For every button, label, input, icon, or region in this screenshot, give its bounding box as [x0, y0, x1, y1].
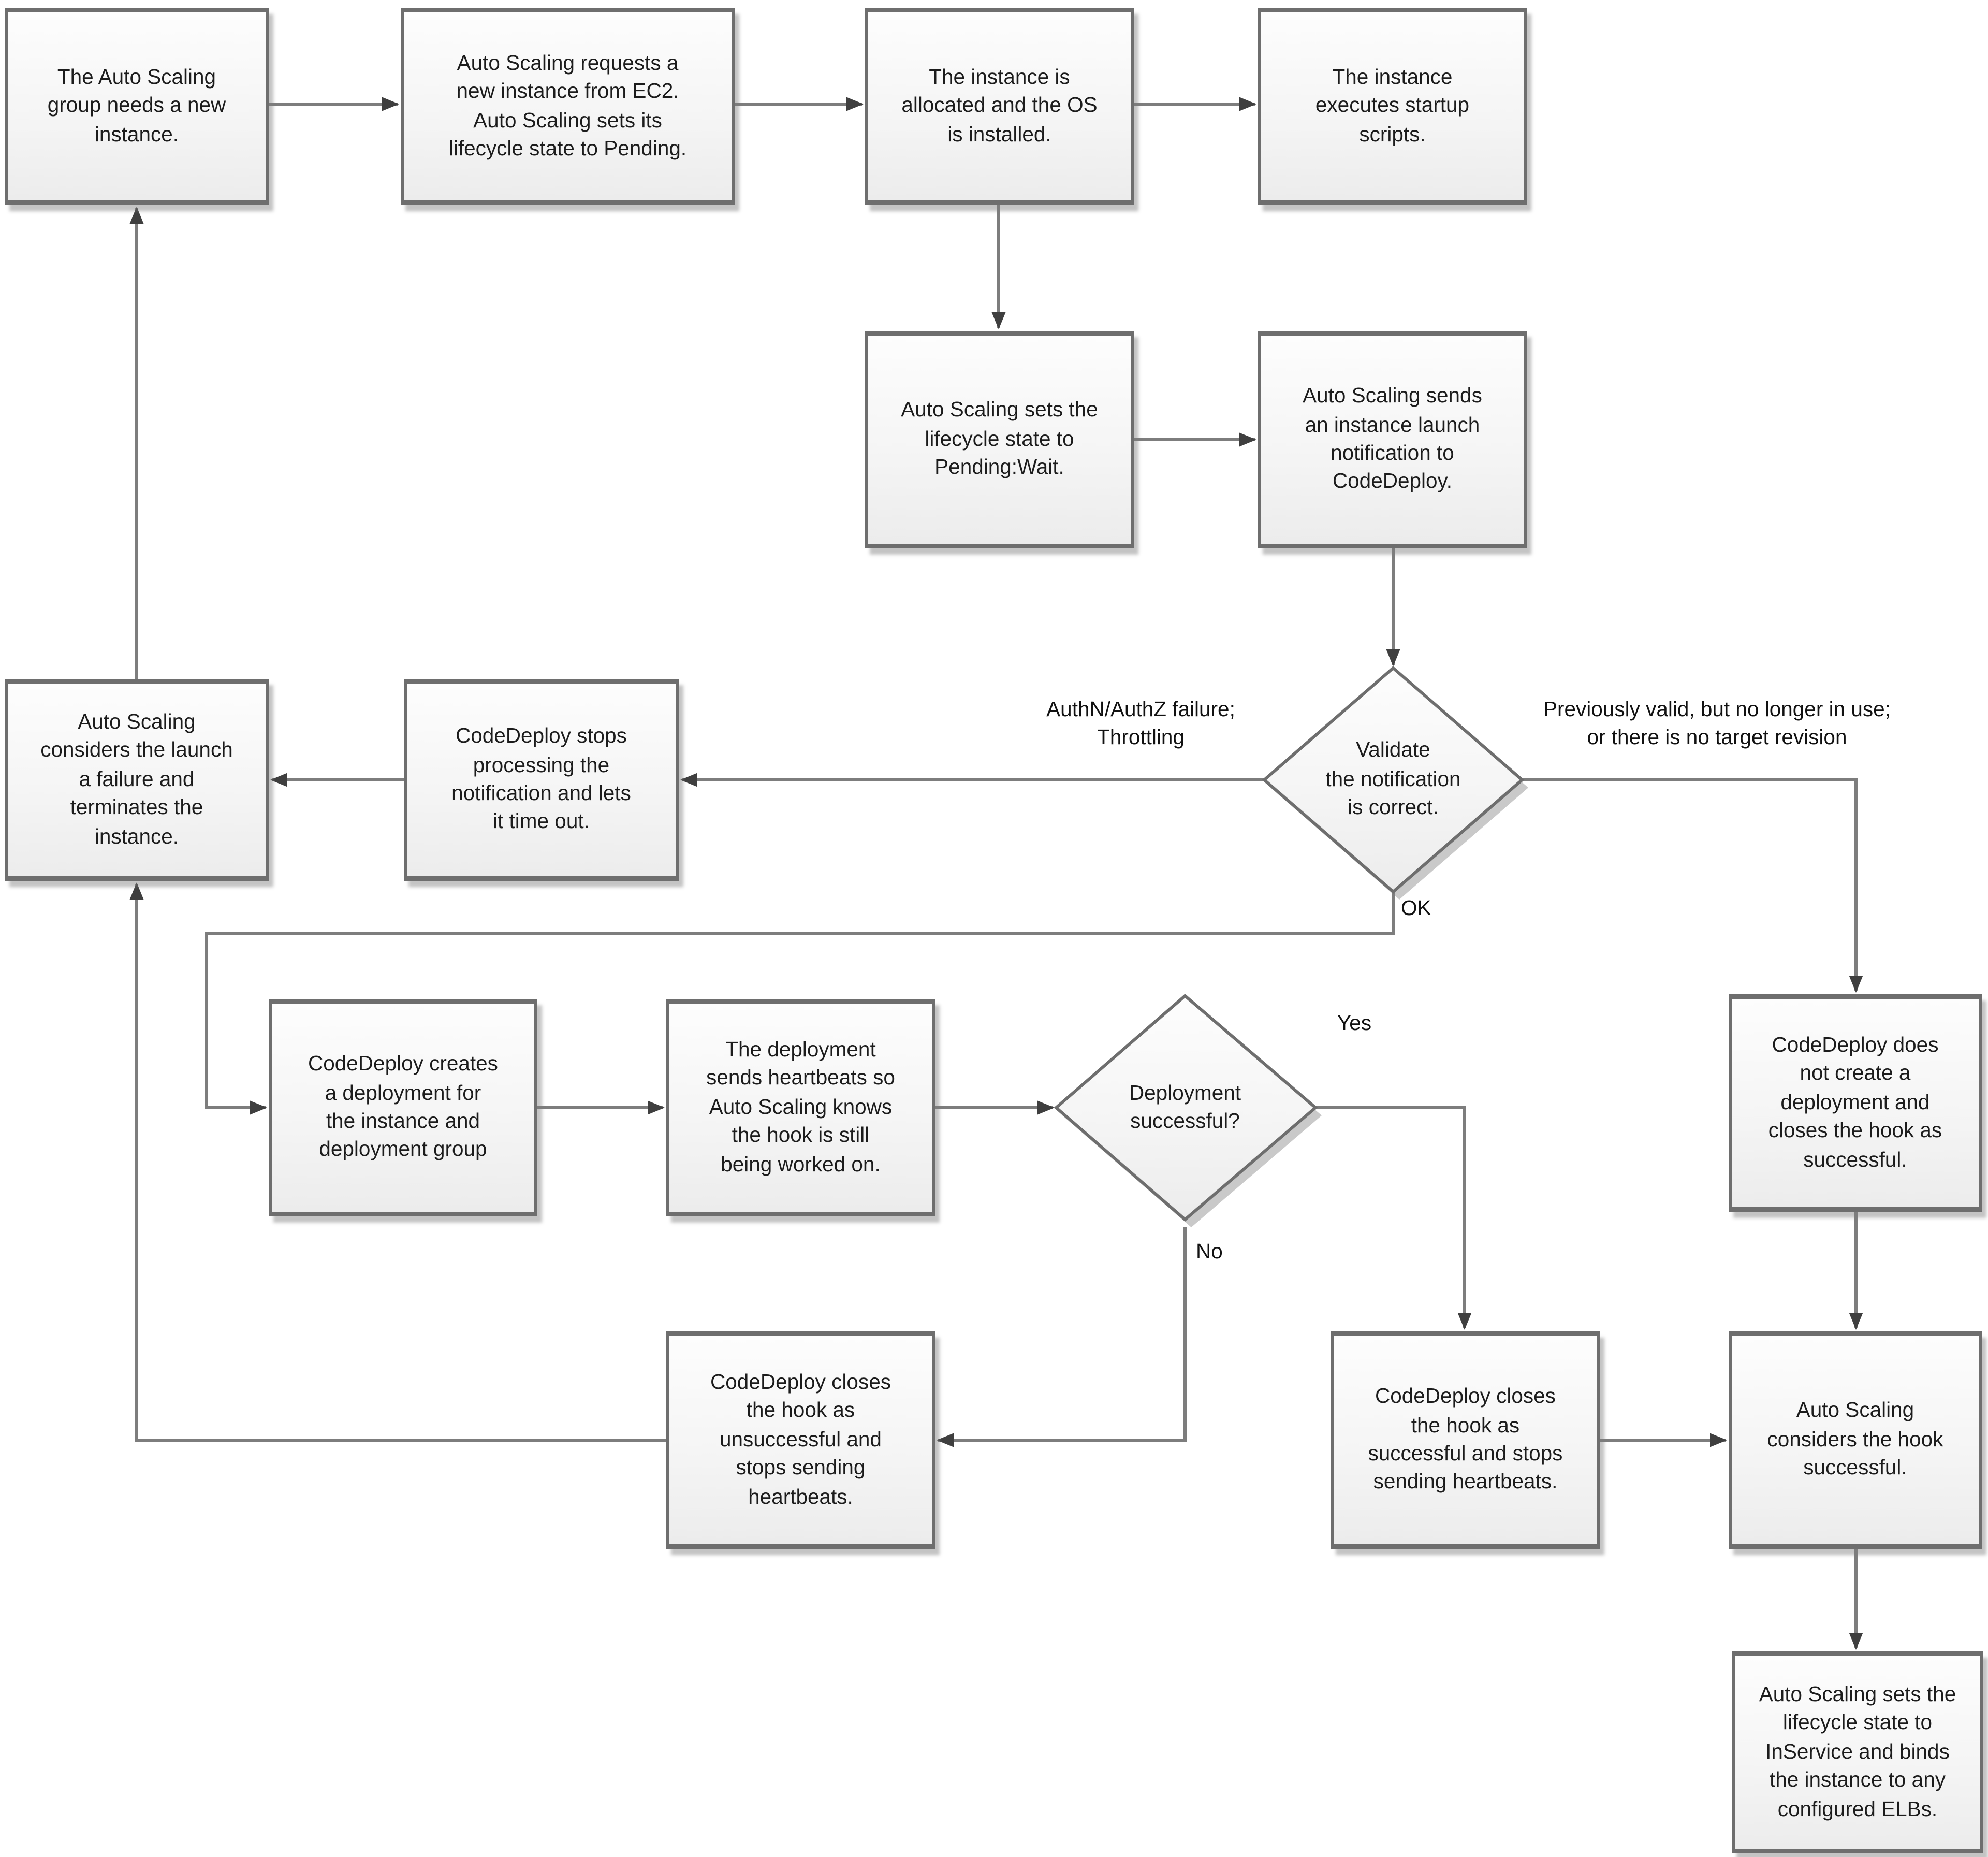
node-deployment-heartbeats: The deployment sends heartbeats so Auto …: [666, 999, 935, 1216]
node-close-hook-successful: CodeDeploy closes the hook as successful…: [1331, 1331, 1600, 1549]
node-lifecycle-pending-wait-label: Auto Scaling sets the lifecycle state to…: [901, 398, 1098, 479]
node-no-deployment-close-hook: CodeDeploy does not create a deployment …: [1729, 994, 1982, 1212]
node-close-hook-unsuccessful-label: CodeDeploy closes the hook as unsuccessf…: [710, 1370, 891, 1508]
edge-label-authn-authz-failure: AuthN/AuthZ failure; Throttling: [1046, 698, 1235, 749]
node-lifecycle-pending-wait: Auto Scaling sets the lifecycle state to…: [865, 331, 1134, 548]
node-deployment-heartbeats-label: The deployment sends heartbeats so Auto …: [706, 1038, 895, 1176]
node-asg-requests-instance-label: Auto Scaling requests a new instance fro…: [448, 51, 687, 160]
edge-no-to-close-unsuccessful: [937, 1227, 1187, 1447]
node-launch-notification-label: Auto Scaling sends an instance launch no…: [1303, 384, 1482, 494]
node-stops-processing-timeout: CodeDeploy stops processing the notifica…: [404, 679, 679, 881]
edge-label-yes: Yes: [1337, 1011, 1372, 1035]
node-asg-needs-instance-label: The Auto Scaling group needs a new insta…: [47, 65, 226, 146]
node-launch-notification: Auto Scaling sends an instance launch no…: [1258, 331, 1527, 548]
node-instance-allocated-label: The instance is allocated and the OS is …: [901, 65, 1098, 146]
node-stops-processing-timeout-label: CodeDeploy stops processing the notifica…: [451, 724, 631, 834]
node-close-hook-successful-label: CodeDeploy closes the hook as successful…: [1368, 1384, 1563, 1494]
node-lifecycle-inservice: Auto Scaling sets the lifecycle state to…: [1732, 1651, 1983, 1853]
node-no-deployment-close-hook-label: CodeDeploy does not create a deployment …: [1768, 1033, 1942, 1171]
validate-notification-diamond: [1262, 666, 1525, 894]
node-hook-successful: Auto Scaling considers the hook successf…: [1729, 1331, 1982, 1549]
node-instance-startup-scripts: The instance executes startup scripts.: [1258, 8, 1527, 205]
node-launch-failure-terminate: Auto Scaling considers the launch a fail…: [5, 679, 269, 881]
node-creates-deployment: CodeDeploy creates a deployment for the …: [269, 999, 537, 1216]
node-launch-failure-terminate-label: Auto Scaling considers the launch a fail…: [40, 710, 233, 848]
node-hook-successful-label: Auto Scaling considers the hook successf…: [1767, 1399, 1943, 1479]
node-close-hook-unsuccessful: CodeDeploy closes the hook as unsuccessf…: [666, 1331, 935, 1549]
edge-yes-to-close-successful: [1315, 1106, 1472, 1330]
node-instance-allocated: The instance is allocated and the OS is …: [865, 8, 1134, 205]
deployment-successful-diamond: [1054, 994, 1318, 1222]
edge-validate-ok-to-creates: [205, 891, 1395, 1115]
node-instance-startup-scripts-label: The instance executes startup scripts.: [1315, 65, 1470, 146]
edge-validate-invalid-to-nodeployment: [1522, 778, 1863, 993]
edge-label-no: No: [1196, 1240, 1223, 1263]
edge-label-previously-valid: Previously valid, but no longer in use; …: [1543, 698, 1891, 749]
node-asg-needs-instance: The Auto Scaling group needs a new insta…: [5, 8, 269, 205]
edge-label-ok: OK: [1401, 896, 1431, 920]
node-lifecycle-inservice-label: Auto Scaling sets the lifecycle state to…: [1759, 1682, 1956, 1820]
edge-unsuccessful-to-terminate: [129, 882, 667, 1442]
node-asg-requests-instance: Auto Scaling requests a new instance fro…: [401, 8, 735, 205]
node-creates-deployment-label: CodeDeploy creates a deployment for the …: [308, 1052, 498, 1162]
